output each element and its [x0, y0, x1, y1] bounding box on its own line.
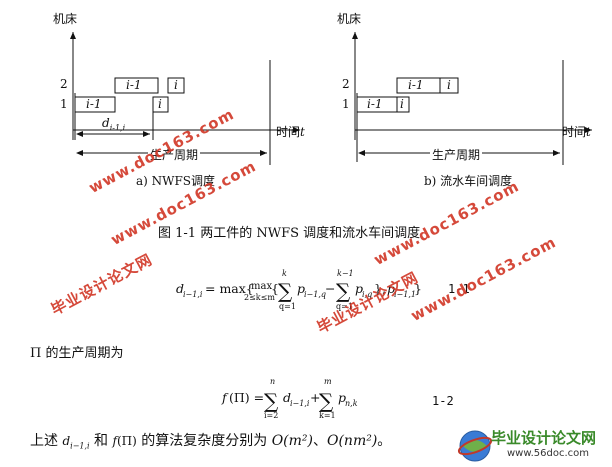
logo-url: www.56doc.com — [507, 448, 590, 459]
left-row1-cur-text: i — [158, 97, 162, 111]
figure-caption: 图 1-1 两工件的 NWFS 调度和流水车间调度 — [158, 226, 421, 241]
svg-text:p: p — [297, 281, 305, 296]
left-row-label-1: 1 — [60, 97, 68, 111]
text-line-2: 上述 di−1,i 和 f(Π) 的算法复杂度分别为 O(m²)、O(nm²)。 — [30, 433, 392, 451]
svg-text:q=1: q=1 — [279, 302, 296, 311]
left-delay-label: di-1,i — [102, 116, 126, 133]
svg-text:+: + — [310, 390, 320, 405]
right-row2-box-cur — [439, 77, 459, 94]
svg-text:∑: ∑ — [278, 279, 293, 303]
svg-text:∑: ∑ — [264, 389, 279, 413]
svg-text:2≤k≤m: 2≤k≤m — [244, 293, 275, 302]
svg-text:k=1: k=1 — [319, 411, 336, 420]
right-row1-prev-text: i-1 — [367, 97, 383, 111]
watermark-5: 毕业设计论文网 — [314, 268, 422, 337]
right-row-label-2: 2 — [342, 77, 350, 91]
left-x-label: 时间t — [276, 125, 305, 139]
svg-text:k: k — [282, 269, 287, 278]
right-row2-prev-text: i-1 — [408, 78, 424, 92]
left-row2-box-prev — [114, 77, 159, 94]
left-row-label-2: 2 — [60, 77, 68, 91]
right-y-label: 机床 — [337, 12, 362, 26]
svg-text:m: m — [324, 377, 332, 386]
left-y-label: 机床 — [53, 12, 78, 26]
left-row1-box-cur — [152, 96, 169, 113]
svg-text:= max{: = max{ — [205, 281, 254, 296]
left-row2-cur-text: i — [174, 78, 178, 92]
svg-text:n,k: n,k — [345, 399, 358, 408]
svg-text:d: d — [283, 390, 291, 405]
right-row2-cur-text: i — [447, 78, 451, 92]
right-row-label-1: 1 — [342, 97, 350, 111]
svg-text:d: d — [176, 281, 184, 296]
svg-text:k−1: k−1 — [337, 269, 354, 278]
equation-1-1-number: 1-1 — [448, 282, 470, 296]
right-row1-box-cur — [396, 96, 410, 113]
watermark-3: 毕业设计论文网 — [48, 250, 156, 319]
left-row1-prev-text: i-1 — [86, 97, 102, 111]
text-line-1: Π 的生产周期为 — [30, 346, 124, 361]
right-period-label: 生产周期 — [430, 146, 483, 163]
svg-text:∑: ∑ — [319, 389, 334, 413]
site-logo: 毕业设计论文网 www.56doc.com — [455, 426, 607, 464]
globe-icon — [457, 430, 493, 462]
figure-diagrams — [70, 32, 592, 165]
svg-text:i=2: i=2 — [264, 411, 278, 420]
left-row2-prev-text: i-1 — [126, 78, 142, 92]
svg-text:n: n — [270, 377, 275, 386]
svg-text:i−1,i: i−1,i — [290, 399, 310, 408]
svg-text:i−1,i: i−1,i — [183, 290, 203, 299]
right-subcaption: b) 流水车间调度 — [424, 174, 513, 188]
svg-text:f: f — [221, 390, 229, 405]
left-subcaption: a) NWFS调度 — [136, 174, 216, 188]
left-period-label: 生产周期 — [148, 146, 201, 163]
svg-text:p: p — [338, 390, 346, 405]
svg-text:i−1,q: i−1,q — [304, 290, 326, 299]
watermark-6: www.doc163.com — [407, 232, 560, 325]
svg-text:{: { — [271, 281, 279, 296]
logo-title: 毕业设计论文网 — [491, 429, 597, 447]
svg-text:max: max — [251, 281, 272, 292]
right-row1-cur-text: i — [400, 97, 404, 111]
svg-text:−: − — [325, 281, 335, 296]
svg-text:(Π) =: (Π) = — [229, 390, 264, 405]
left-row2-box-cur — [167, 77, 185, 94]
right-x-label: 时间t — [562, 125, 591, 139]
equation-1-2-number: 1-2 — [432, 394, 454, 408]
right-gantt — [352, 32, 592, 165]
